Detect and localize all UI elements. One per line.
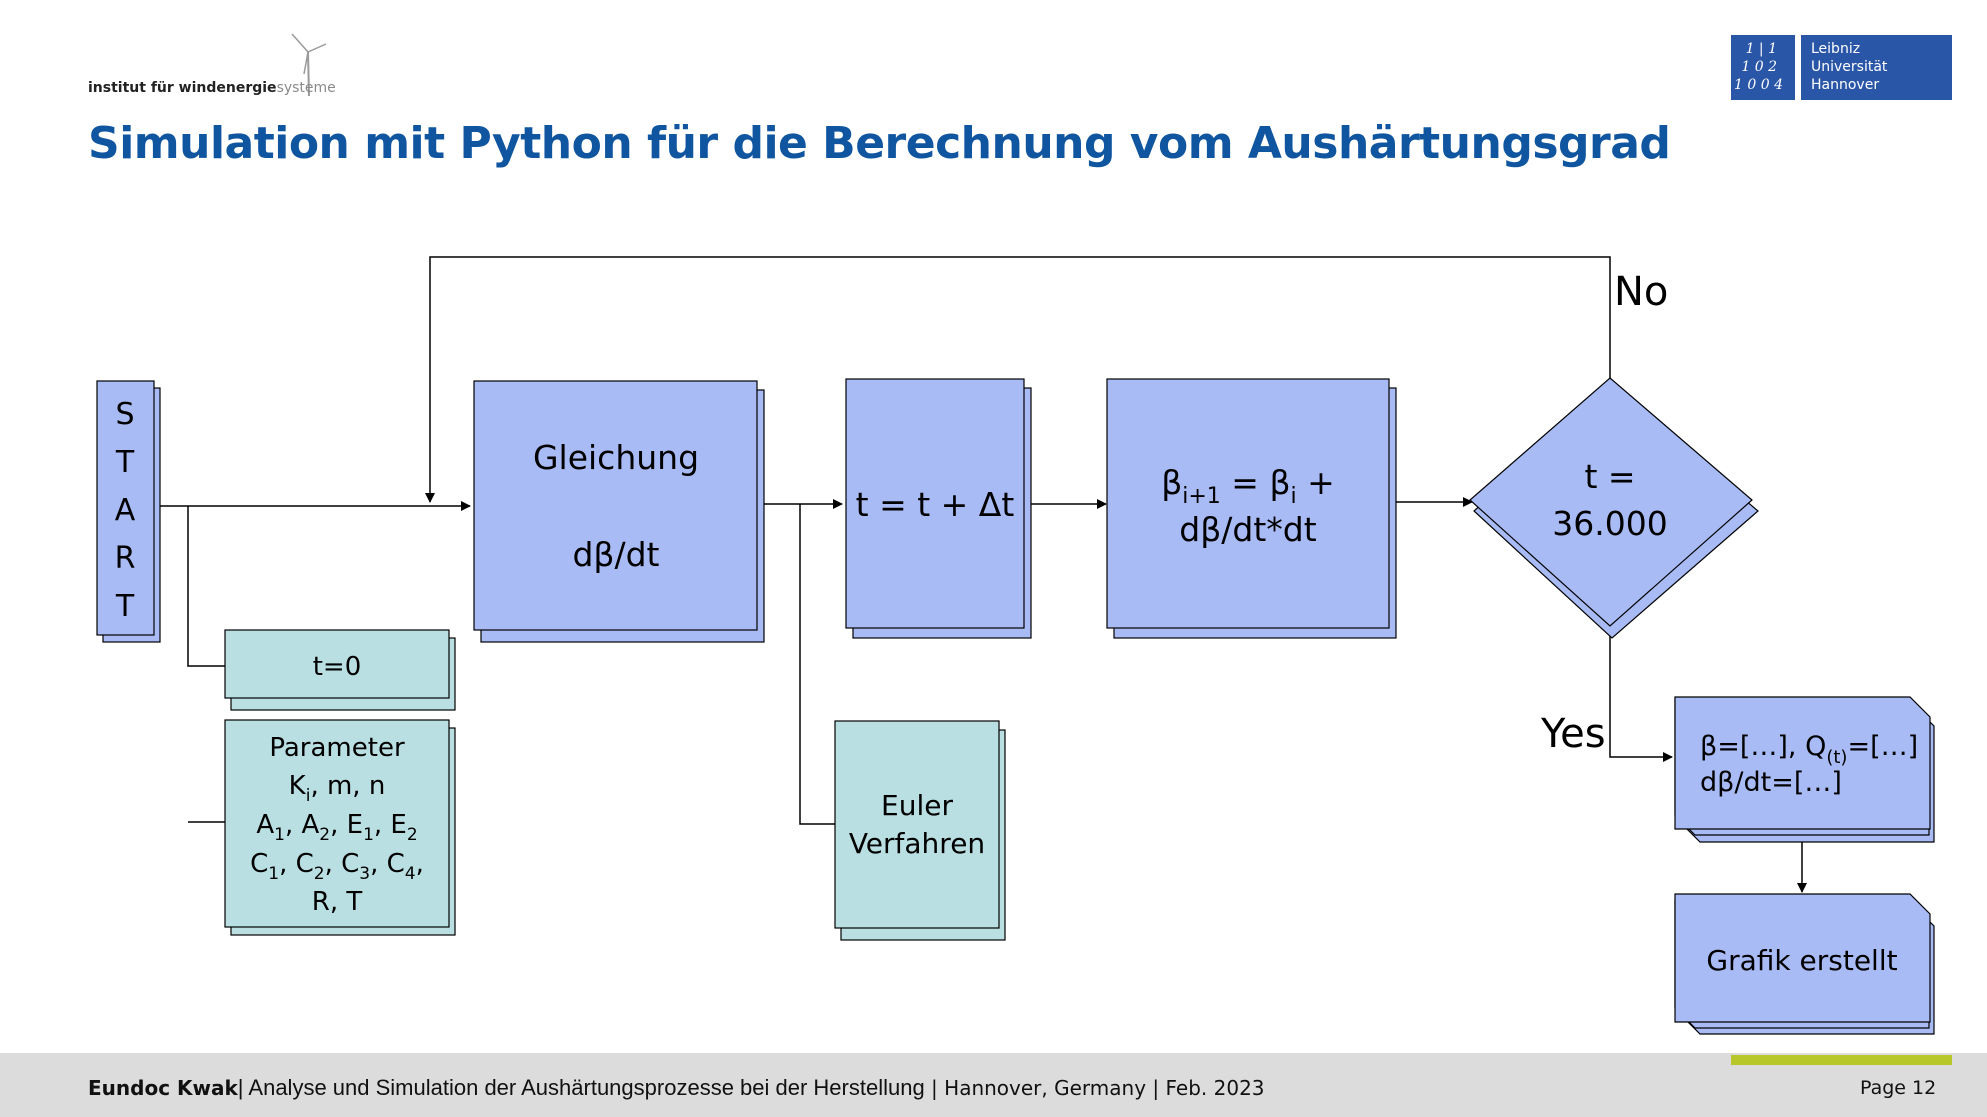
graph-label: Grafik erstellt [1706, 944, 1897, 977]
output-block: β=[…], Q(t)=[…] dβ/dt=[…] [1674, 696, 1935, 843]
start-letter: A [115, 493, 136, 528]
footer-accent [1731, 1055, 1952, 1065]
footer-author: Eundoc Kwak [88, 1076, 238, 1100]
parameter-heading: Parameter [269, 733, 405, 763]
parameter-line: R, T [312, 887, 363, 917]
update-formula-line: βi+1 = βi + [1161, 463, 1335, 509]
time-step-label: t = t + Δt [856, 485, 1015, 524]
university-mark-icon: 1 | 1 1 0 2 1 0 0 4 [1731, 35, 1795, 100]
institute-name: institut für windenergiesysteme [88, 80, 336, 96]
decision-label: 36.000 [1552, 504, 1667, 543]
footer-talk: | Analyse und Simulation der Aushärtungs… [237, 1075, 925, 1100]
parameter-block: Parameter Ki, m, n A1, A2, E1, E2 C1, C2… [224, 719, 456, 936]
update-formula-line: dβ/dt*dt [1179, 510, 1316, 549]
start-letter: R [115, 541, 136, 576]
start-letter: S [115, 397, 134, 432]
start-letter: T [115, 445, 135, 480]
update-block: βi+1 = βi + dβ/dt*dt [1106, 378, 1397, 639]
method-label: Euler [881, 789, 953, 822]
equation-block: Gleichung dβ/dt [473, 380, 765, 643]
page-number: Page 12 [1860, 1077, 1937, 1099]
footer-place-date: | Hannover, Germany | Feb. 2023 [924, 1076, 1265, 1100]
footer-text: Eundoc Kwak| Analyse und Simulation der … [88, 1075, 1265, 1101]
init-time-block: t=0 [224, 629, 456, 711]
init-time-label: t=0 [313, 652, 362, 682]
connector-lines [153, 256, 1807, 893]
decision-label: t = [1584, 457, 1635, 496]
output-line: dβ/dt=[…] [1700, 767, 1842, 798]
equation-label: Gleichung [533, 438, 699, 477]
parameter-line: Ki, m, n [289, 771, 386, 806]
branch-yes-label: Yes [1540, 711, 1606, 757]
parameter-line: A1, A2, E1, E2 [256, 810, 417, 845]
graph-block: Grafik erstellt [1674, 893, 1935, 1035]
institute-logo: institut für windenergiesysteme [88, 30, 348, 100]
method-label: Verfahren [849, 827, 985, 860]
svg-text:1 0 2: 1 0 2 [1741, 59, 1777, 75]
time-step-block: t = t + Δt [845, 378, 1032, 639]
method-block: Euler Verfahren [834, 720, 1006, 941]
svg-text:1 0 0 4: 1 0 0 4 [1734, 77, 1783, 93]
footer-bar [0, 1053, 1987, 1117]
branch-no-label: No [1614, 269, 1668, 315]
university-logo: 1 | 1 1 0 2 1 0 0 4 Leibniz Universität … [1731, 35, 1952, 100]
page-title: Simulation mit Python für die Berechnung… [88, 118, 1671, 169]
parameter-line: C1, C2, C3, C4, [250, 849, 424, 884]
decision-diamond: t = 36.000 [1469, 377, 1759, 639]
svg-text:1 | 1: 1 | 1 [1746, 41, 1777, 57]
start-letter: T [115, 589, 135, 624]
start-block: S T A R T [96, 380, 161, 643]
output-line: β=[…], Q(t)=[…] [1700, 731, 1918, 768]
wind-turbine-icon [291, 33, 327, 97]
university-name: Leibniz Universität Hannover [1801, 35, 1952, 100]
equation-expression: dβ/dt [572, 535, 659, 574]
